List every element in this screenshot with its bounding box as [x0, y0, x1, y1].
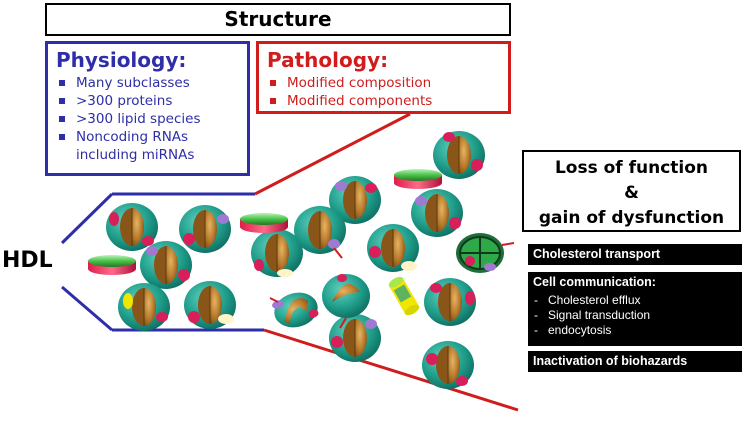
- hdl-particle: [432, 130, 486, 180]
- hdl-particle: [421, 340, 475, 390]
- hdl-particle: [117, 282, 171, 332]
- loss-line-3: gain of dysfunction: [538, 208, 725, 228]
- list-item: Modified composition: [267, 74, 500, 92]
- funnel-line-bottom-red: [263, 328, 519, 412]
- funnel-line-top-blue: [60, 192, 114, 245]
- cell-communication-item: - Signal transduction: [534, 308, 651, 322]
- cholesterol-transport-label: Cholesterol transport: [533, 247, 661, 261]
- list-item: >300 lipid species: [56, 110, 239, 128]
- inactivation-label: Inactivation of biohazards: [533, 354, 688, 368]
- hdl-particle: [250, 228, 304, 278]
- cell-communication-box: Cell communication: - Cholesterol efflux…: [528, 272, 742, 346]
- modified-hdl-particle: [272, 292, 319, 328]
- list-item: Many subclasses: [56, 74, 239, 92]
- physiology-list: Many subclasses >300 proteins >300 lipid…: [56, 74, 239, 164]
- physiology-title: Physiology:: [56, 48, 187, 72]
- list-item: Noncoding RNAs: [56, 128, 239, 146]
- list-item: Modified components: [267, 92, 500, 110]
- cell-communication-title: Cell communication:: [533, 275, 656, 289]
- hdl-particle: [178, 204, 232, 254]
- discoidal-hdl: [394, 169, 442, 189]
- list-item-text: including miRNAs: [76, 147, 195, 163]
- modified-cylinder-particle: [388, 276, 420, 316]
- pathology-list: Modified composition Modified components: [267, 74, 500, 110]
- hdl-label: HDL: [2, 248, 53, 273]
- modified-arm: [269, 297, 279, 303]
- hdl-particle: [293, 205, 347, 259]
- discoidal-hdl: [240, 213, 288, 233]
- modified-hdl-particle: [322, 274, 370, 329]
- hdl-particle: [410, 188, 464, 238]
- physiology-box: Physiology: Many subclasses >300 protein…: [45, 41, 250, 176]
- list-item: >300 proteins: [56, 92, 239, 110]
- item-text: Cholesterol efflux: [548, 293, 641, 307]
- loss-of-function-box: Loss of function & gain of dysfunction: [522, 150, 741, 232]
- funnel-line-top-red: [254, 112, 411, 196]
- pathology-box: Pathology: Modified composition Modified…: [256, 41, 511, 114]
- item-text: endocytosis: [548, 323, 612, 337]
- cell-communication-item: - endocytosis: [534, 323, 612, 337]
- structure-box: Structure: [45, 3, 511, 36]
- loss-line-2: &: [624, 183, 639, 203]
- discoidal-hdl: [88, 255, 136, 275]
- item-text: Signal transduction: [548, 308, 651, 322]
- hdl-particle: [139, 240, 193, 290]
- hdl-particle: [423, 277, 477, 327]
- hdl-particle: [328, 313, 382, 363]
- list-item-continuation: including miRNAs: [56, 146, 239, 164]
- hdl-particle: [366, 223, 420, 273]
- dysfunctional-hdl-particle: [456, 233, 515, 273]
- structure-title: Structure: [224, 7, 332, 31]
- pathology-title: Pathology:: [267, 48, 389, 72]
- hdl-particle: [105, 202, 159, 252]
- funnel-line-bottom-blue: [61, 285, 113, 332]
- cell-communication-item: - Cholesterol efflux: [534, 293, 641, 307]
- inactivation-box: Inactivation of biohazards: [528, 351, 742, 372]
- cholesterol-transport-box: Cholesterol transport: [528, 244, 742, 265]
- loss-line-1: Loss of function: [554, 158, 709, 178]
- hdl-particle: [183, 280, 237, 330]
- hdl-particle: [328, 175, 382, 225]
